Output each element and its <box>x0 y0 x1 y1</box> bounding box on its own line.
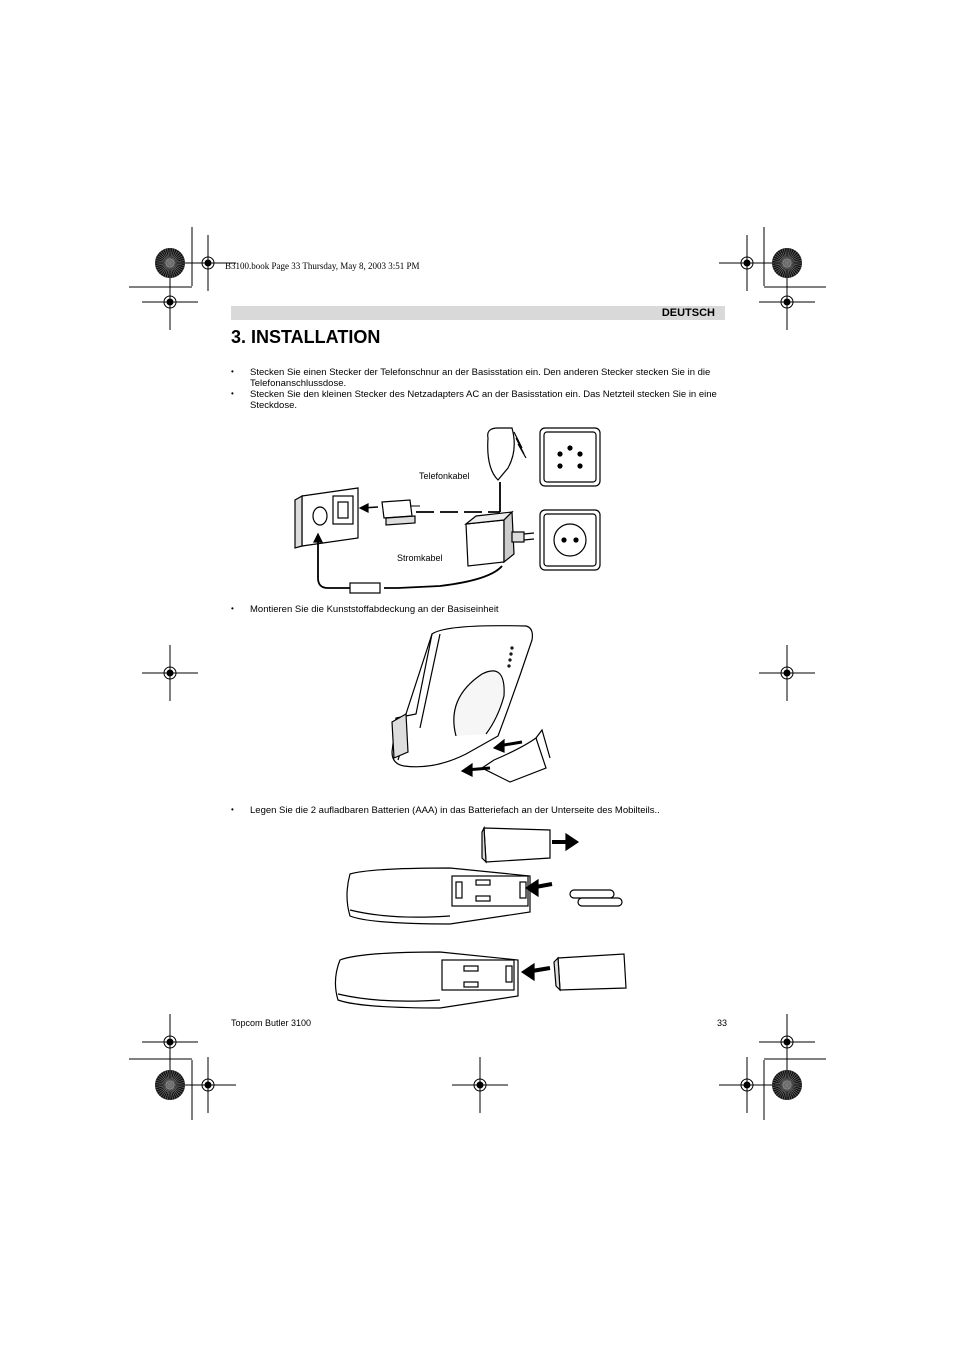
registration-star <box>772 1070 802 1100</box>
registration-crosshair <box>759 1014 815 1070</box>
connection-diagram <box>294 427 601 594</box>
footer-product: Topcom Butler 3100 <box>231 1018 312 1028</box>
bullet-dot: • <box>231 367 234 376</box>
footer-page-number: 33 <box>717 1018 728 1028</box>
registration-crosshair <box>180 1057 236 1113</box>
language-label: DEUTSCH <box>661 307 715 319</box>
registration-star <box>155 1070 185 1100</box>
registration-crosshair <box>759 645 815 701</box>
power-cable-label: Stromkabel <box>397 553 443 563</box>
language-bar: DEUTSCH <box>231 306 725 320</box>
print-header: B3100.book Page 33 Thursday, May 8, 2003… <box>225 261 420 271</box>
base-cover-diagram <box>391 625 551 783</box>
battery-diagram <box>334 825 627 1009</box>
page-title: 3. INSTALLATION <box>231 327 381 347</box>
bullet-text: Montieren Sie die Kunststoffabdeckung an… <box>250 604 499 615</box>
phone-cable-label: Telefonkabel <box>419 471 470 481</box>
registration-crosshair <box>180 235 236 291</box>
registration-crosshair <box>142 645 198 701</box>
bullet-text: Stecken Sie den kleinen Stecker des Netz… <box>250 389 717 411</box>
bullet-text: Legen Sie die 2 aufladbaren Batterien (A… <box>250 805 660 816</box>
registration-crosshair <box>759 274 815 330</box>
registration-crosshair <box>142 1014 198 1070</box>
bullet-dot: • <box>231 389 234 398</box>
registration-crosshair <box>719 235 775 291</box>
registration-star <box>155 248 185 278</box>
bullet-dot: • <box>231 604 234 613</box>
bullet-dot: • <box>231 805 234 814</box>
registration-crosshair <box>719 1057 775 1113</box>
registration-crosshair <box>142 274 198 330</box>
registration-crosshair <box>452 1057 508 1113</box>
bullet-text: Stecken Sie einen Stecker der Telefonsch… <box>250 367 711 389</box>
registration-star <box>772 248 802 278</box>
